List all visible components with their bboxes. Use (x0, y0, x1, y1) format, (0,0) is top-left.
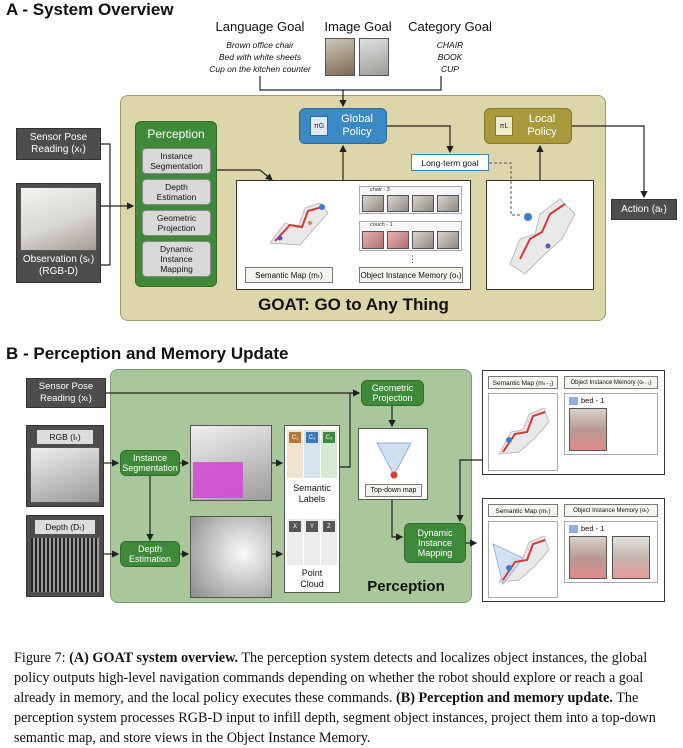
bed-mask (193, 462, 243, 498)
observation-label: Observation (sₜ) (RGB-D) (22, 254, 95, 277)
global-policy-label: Global Policy (341, 113, 373, 138)
section-a-title: A - System Overview (6, 0, 174, 19)
language-goal-heading: Language Goal (215, 19, 305, 34)
prev-semantic-map-label: Semantic Map (mₜ₋₁) (488, 376, 558, 389)
new-memory-row: bed - 1 (564, 521, 658, 583)
observation-box: Observation (sₜ) (RGB-D) (16, 183, 101, 283)
language-goal-example: Cup on the kitchen counter (209, 64, 311, 74)
semantic-label-columns: C₁ C₂ C₃ (287, 430, 337, 478)
memory-thumb (387, 195, 409, 212)
new-memory-thumb (612, 536, 650, 579)
prev-memory-thumb (569, 408, 607, 451)
observation-photo (20, 187, 97, 251)
memory-row: couch - 1 (359, 221, 462, 251)
bed-color-swatch (569, 397, 578, 405)
depth-estimation-step: Depth Estimation (142, 179, 211, 205)
goat-title: GOAT: GO to Any Thing (258, 295, 449, 314)
memory-ellipsis: ⋮ (408, 254, 417, 264)
depth-label: Depth (Dₜ) (35, 520, 95, 534)
figure-caption: Figure 7: (A) GOAT system overview. The … (14, 648, 674, 748)
category-goal-example: CUP (441, 64, 459, 74)
point-column-y: Y (306, 521, 318, 532)
top-down-map-label: Top-down map (365, 484, 422, 497)
sensor-pose-box: Sensor Pose Reading (xₜ) (16, 128, 101, 160)
semantic-map-label: Semantic Map (mₜ) (245, 267, 333, 283)
category-goal-example: BOOK (437, 52, 463, 62)
rgb-photo (30, 447, 100, 503)
caption-prefix: Figure 7: (14, 650, 66, 666)
semantic-column-c3: C₃ (323, 432, 335, 443)
new-semantic-map-image (488, 521, 558, 598)
global-policy-symbol: πG (310, 116, 328, 136)
perception-title: Perception (147, 127, 205, 141)
point-cloud-columns: X Y Z (287, 519, 337, 565)
memory-thumb (437, 231, 459, 249)
image-goal-photo-chair (325, 38, 355, 76)
memory-thumb (362, 195, 384, 212)
new-semantic-map-label: Semantic Map (mₜ) (488, 504, 558, 517)
image-goal-photo-fridge (359, 38, 389, 76)
semantic-labels-text: Semantic Labels (293, 483, 331, 504)
language-goal-example: Bed with white sheets (218, 52, 302, 62)
memory-thumb (437, 195, 459, 212)
global-policy-box: πG Global Policy (299, 108, 387, 144)
point-column-x: X (289, 521, 301, 532)
memory-thumb (412, 195, 434, 212)
top-down-map-image (376, 442, 412, 479)
caption-a-label: (A) GOAT system overview. (69, 650, 239, 666)
image-goal-heading: Image Goal (324, 19, 392, 34)
action-box: Action (aₜ) (611, 199, 677, 220)
geometric-projection-box: Geometric Projection (361, 380, 424, 406)
semantic-map-image (269, 202, 329, 246)
object-memory-label: Object Instance Memory (oₜ) (359, 267, 463, 283)
memory-thumb (362, 231, 384, 249)
section-b-connectors (104, 389, 482, 558)
estimated-depth-image (190, 516, 272, 598)
long-term-goal-box: Long-term goal (411, 154, 489, 171)
depth-estimation-box: Depth Estimation (120, 541, 180, 567)
semantic-column-c2: C₂ (306, 432, 318, 443)
point-column-z: Z (323, 521, 335, 532)
prev-memory-row-label: bed - 1 (581, 396, 605, 405)
category-goal-heading: Category Goal (408, 19, 492, 34)
section-a-connectors (101, 76, 648, 266)
caption-b-label: (B) Perception and memory update. (396, 690, 613, 706)
category-goal-example: CHAIR (436, 40, 464, 50)
local-map-image (509, 198, 576, 275)
section-b-title: B - Perception and Memory Update (6, 344, 289, 363)
instance-segmentation-box: Instance Segmentation (120, 450, 180, 476)
memory-row-label: chair - 3 (370, 187, 390, 193)
point-cloud-text: Point Cloud (300, 568, 324, 589)
memory-row-label: couch - 1 (370, 222, 393, 228)
rgb-label: RGB (Iₜ) (37, 430, 93, 444)
local-policy-box: πL Local Policy (484, 108, 572, 144)
geometric-projection-step: Geometric Projection (142, 210, 211, 236)
prev-memory-row: bed - 1 (564, 393, 658, 455)
instance-segmentation-step: Instance Segmentation (142, 148, 211, 174)
new-object-memory-label: Object Instance Memory (oₜ) (564, 504, 658, 517)
memory-thumb (412, 231, 434, 249)
new-memory-thumb (569, 536, 607, 579)
memory-row: chair - 3 (359, 186, 462, 214)
caption-a-text: The perception system detects and locali… (14, 650, 648, 706)
bed-color-swatch (569, 525, 578, 533)
rgb-box: RGB (Iₜ) (26, 425, 104, 507)
depth-photo (30, 537, 100, 593)
local-policy-label: Local Policy (527, 113, 557, 138)
new-memory-row-label: bed - 1 (581, 524, 605, 533)
local-policy-symbol: πL (495, 116, 513, 136)
depth-box: Depth (Dₜ) (26, 515, 104, 597)
prev-semantic-map-image (488, 393, 558, 471)
dynamic-instance-mapping-box: Dynamic Instance Mapping (404, 523, 466, 563)
perception-panel-label: Perception (367, 578, 445, 595)
sensor-pose-box-b: Sensor Pose Reading (xₜ) (26, 378, 106, 408)
dynamic-instance-mapping-step: Dynamic Instance Mapping (142, 241, 211, 277)
segmented-image (190, 425, 272, 501)
top-down-map-box: Top-down map (358, 428, 428, 500)
language-goal-example: Brown office chair (226, 40, 294, 50)
memory-thumb (387, 231, 409, 249)
caption-b-text: The perception system processes RGB-D in… (14, 690, 656, 746)
semantic-column-c1: C₁ (289, 432, 301, 443)
prev-object-memory-label: Object Instance Memory (oₜ₋₁) (564, 376, 658, 389)
